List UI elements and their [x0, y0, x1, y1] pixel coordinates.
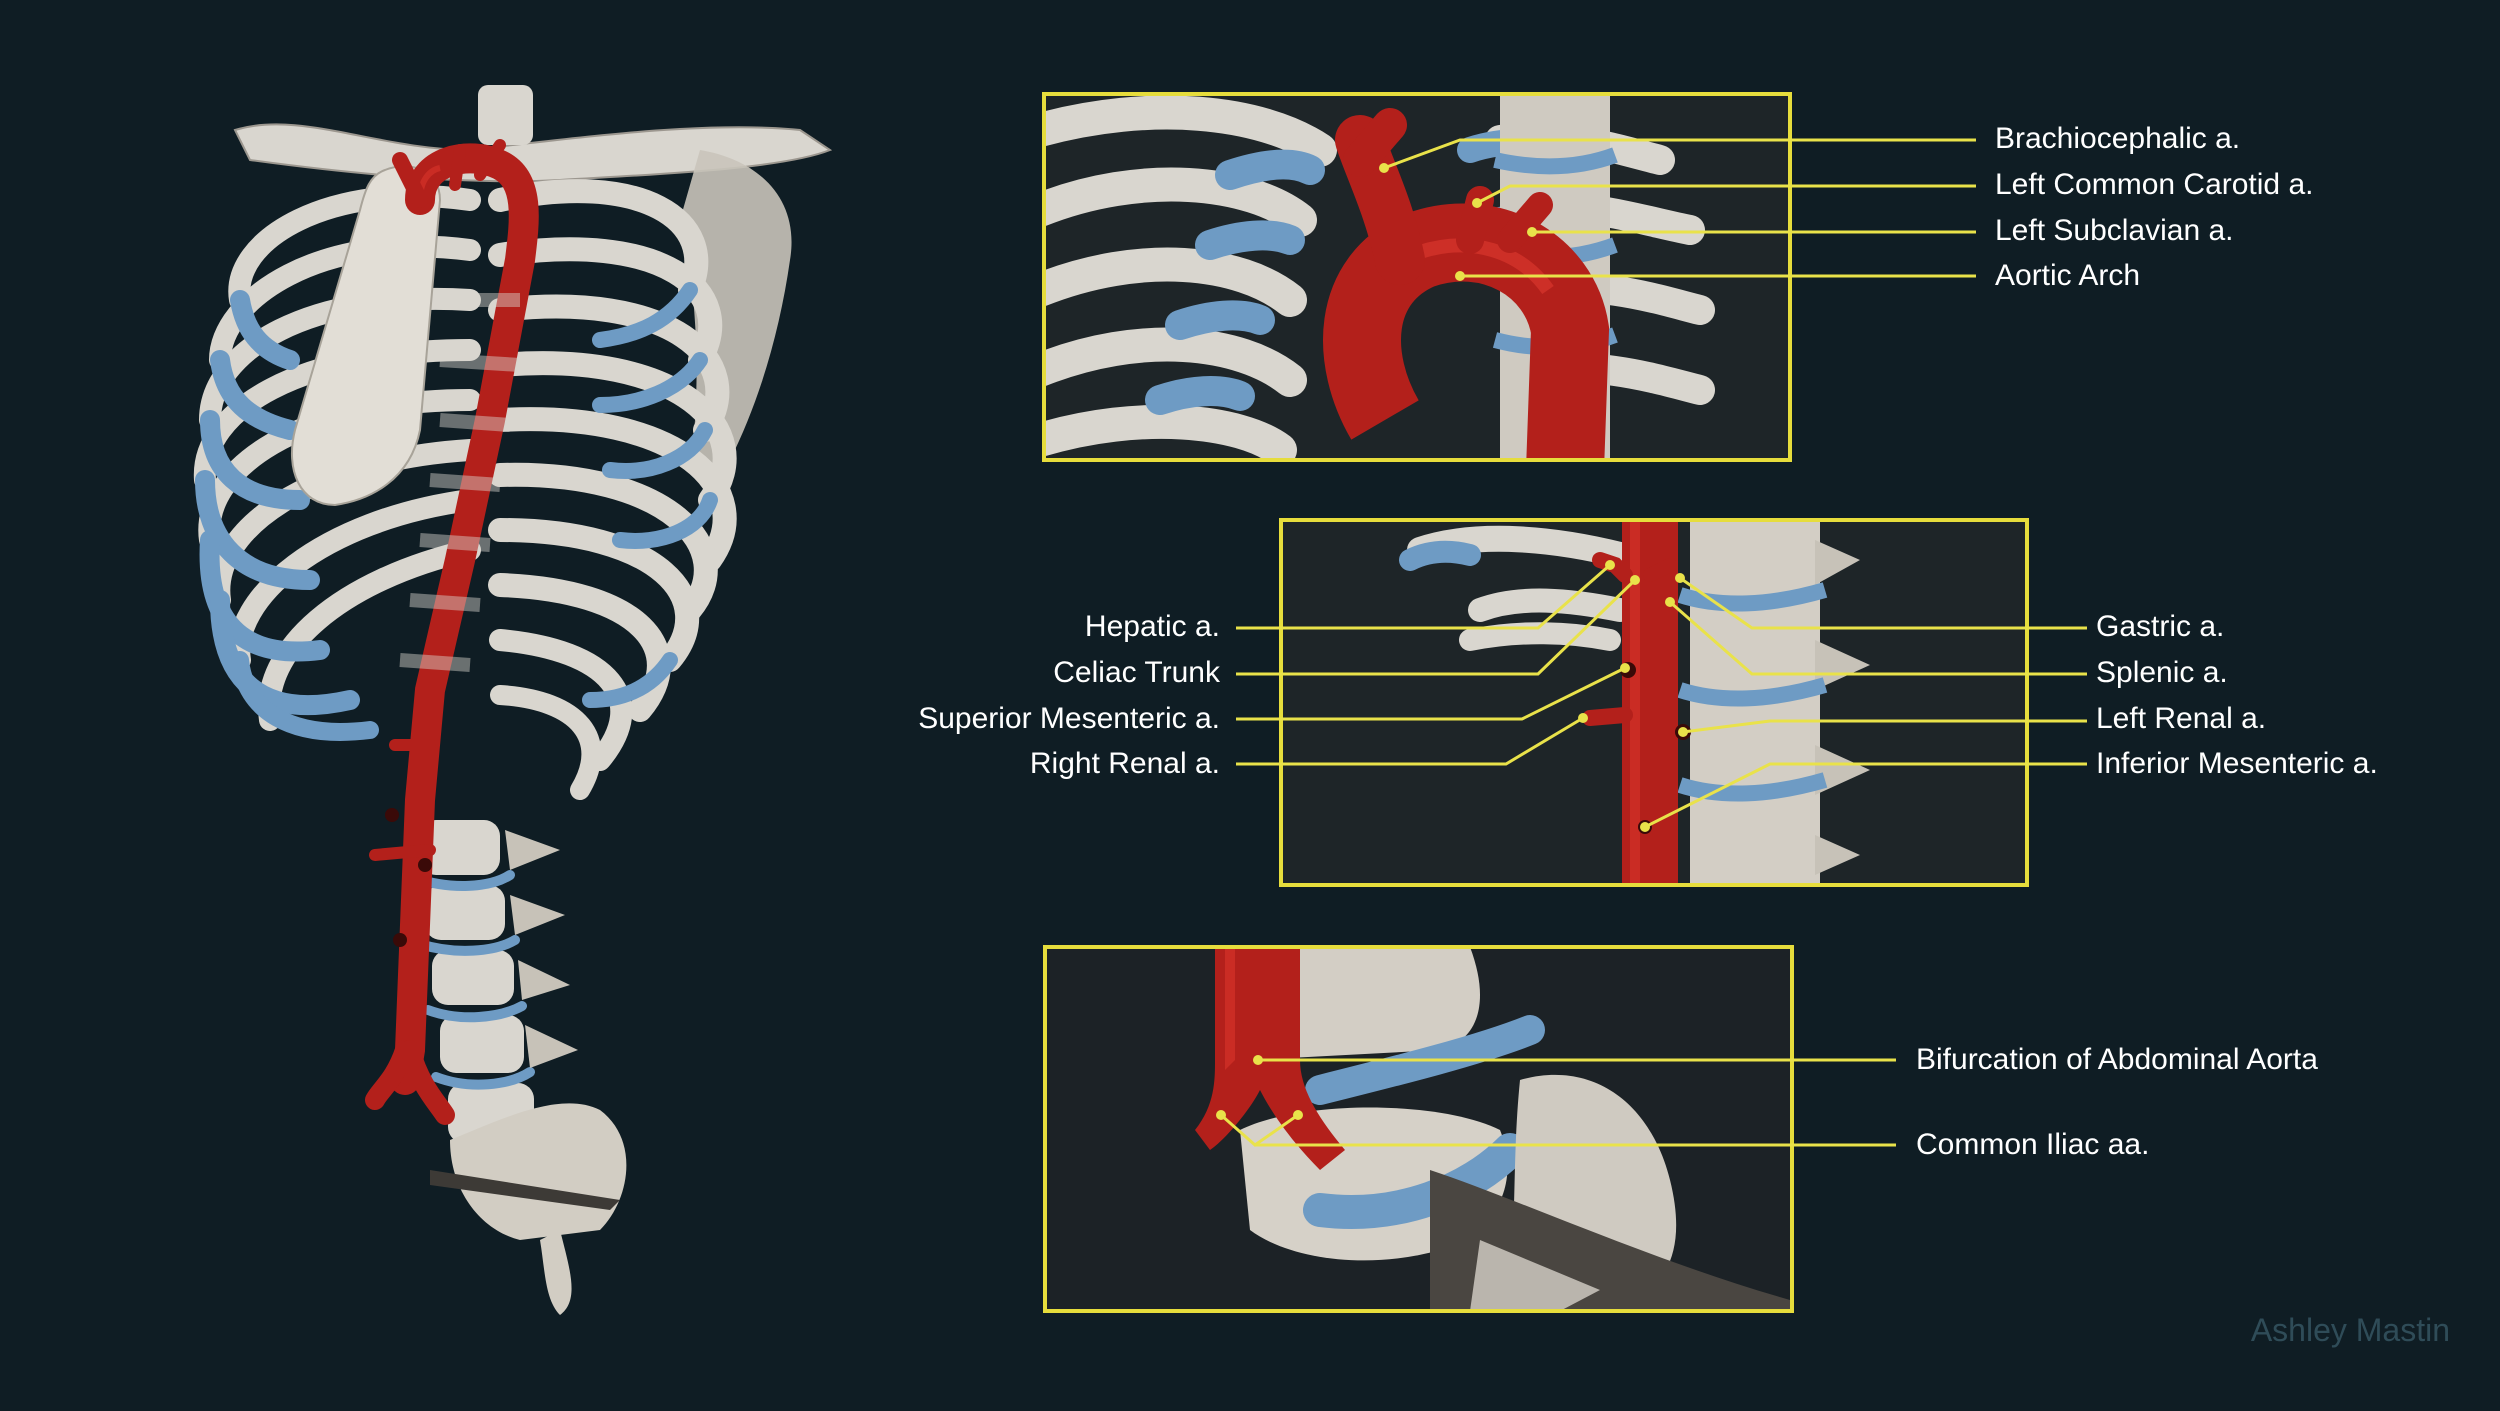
- label-right-renal: Right Renal a.: [1029, 747, 1220, 780]
- label-inferior-mesenteric: Inferior Mesenteric a.: [2096, 747, 2378, 780]
- label-brachiocephalic: Brachiocephalic a.: [1995, 122, 2241, 155]
- panel-aortic-arch: [1042, 92, 1976, 462]
- label-aortic-arch: Aortic Arch: [1995, 259, 2141, 292]
- label-left-subclavian: Left Subclavian a.: [1995, 214, 2234, 247]
- panel-abdominal-branches: [1236, 518, 2087, 887]
- label-hepatic: Hepatic a.: [1084, 610, 1220, 643]
- author-credit: Ashley Mastin: [2250, 1312, 2450, 1348]
- label-gastric: Gastric a.: [2096, 610, 2225, 643]
- label-left-common-carotid: Left Common Carotid a.: [1995, 168, 2314, 201]
- label-superior-mesenteric: Superior Mesenteric a.: [918, 702, 1220, 735]
- aorta-overview: [365, 139, 539, 1125]
- label-left-renal: Left Renal a.: [2096, 702, 2267, 735]
- panel-bifurcation: [1043, 945, 1896, 1313]
- label-common-iliac: Common Iliac aa.: [1916, 1128, 2150, 1161]
- label-celiac-trunk: Celiac Trunk: [1053, 656, 1220, 689]
- skeleton-overview: [193, 85, 833, 1315]
- label-splenic: Splenic a.: [2096, 656, 2228, 689]
- label-bifurcation: Bifurcation of Abdominal Aorta: [1916, 1043, 2318, 1076]
